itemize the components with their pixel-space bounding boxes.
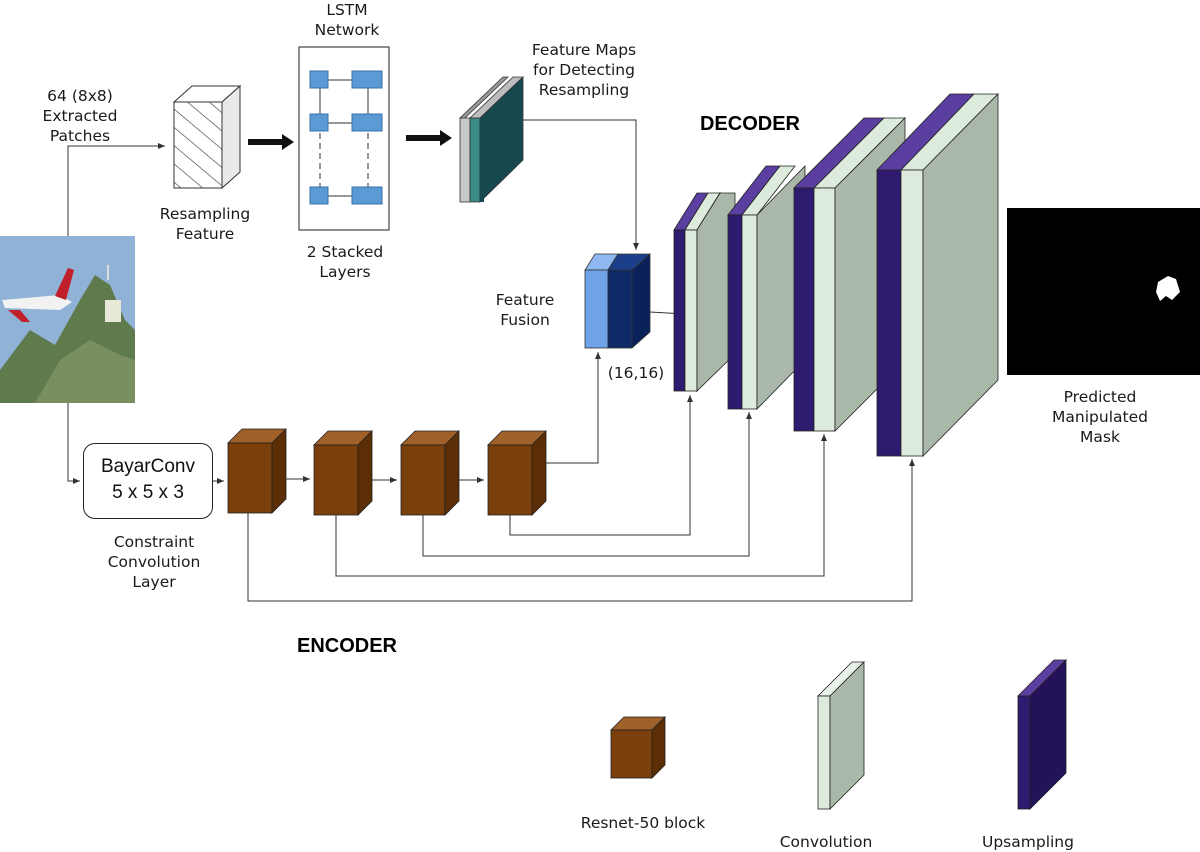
fusion-size-label: (16,16) xyxy=(607,364,665,382)
bayarconv-title: BayarConv xyxy=(101,456,195,477)
bayarconv-size: 5 x 5 x 3 xyxy=(112,482,184,503)
predicted-mask-label: Predicted Manipulated Mask xyxy=(1052,388,1148,446)
resampling-feature-label: Resampling Feature xyxy=(159,205,251,243)
legend-convolution-label: Convolution xyxy=(779,833,873,851)
lstm-cell xyxy=(351,70,383,89)
decoder-block-3 xyxy=(793,117,906,432)
lstm-cell xyxy=(309,186,329,205)
decoder-block-4 xyxy=(876,93,999,457)
resnet-block-2 xyxy=(313,430,373,516)
bold-arrows xyxy=(248,130,452,150)
patch-connectors xyxy=(67,143,165,484)
lstm-network-label: LSTM Network xyxy=(314,1,380,39)
decoder-blocks xyxy=(673,93,999,457)
lstm-box xyxy=(298,46,390,231)
resnet-block-4 xyxy=(487,430,547,516)
resnet-block-3 xyxy=(400,430,460,516)
legend-resnet-icon xyxy=(610,716,666,779)
feature-maps-label: Feature Maps for Detecting Resampling xyxy=(531,41,637,99)
resampling-feature-cube xyxy=(172,84,242,190)
decoder-block-1 xyxy=(673,191,736,393)
feature-map-block xyxy=(459,76,639,250)
predicted-mask xyxy=(1007,208,1200,375)
legend-convolution-icon xyxy=(817,661,865,810)
feature-fusion-block xyxy=(584,253,686,349)
legend-resnet-label: Resnet-50 block xyxy=(580,814,706,832)
constraint-label: Constraint Convolution Layer xyxy=(107,533,201,591)
feature-fusion-label: Feature Fusion xyxy=(495,291,555,329)
stacked-layers-label: 2 Stacked Layers xyxy=(306,243,384,281)
bayarconv-box: BayarConv 5 x 5 x 3 xyxy=(83,443,213,519)
lstm-cell xyxy=(351,113,383,132)
encoder-title: ENCODER xyxy=(296,635,397,657)
lstm-cell xyxy=(351,186,383,205)
input-image xyxy=(0,236,135,403)
encoder-connectors xyxy=(213,352,915,602)
lstm-cell xyxy=(309,113,329,132)
encoder-blocks xyxy=(227,428,547,516)
decoder-block-2 xyxy=(727,165,806,410)
decoder-title: DECODER xyxy=(699,113,800,135)
patches-label: 64 (8x8) Extracted Patches xyxy=(42,87,118,145)
lstm-cell xyxy=(309,70,329,89)
legend-upsampling-icon xyxy=(1017,659,1067,810)
resnet-block-1 xyxy=(227,428,287,514)
legend-upsampling-label: Upsampling xyxy=(982,833,1074,851)
